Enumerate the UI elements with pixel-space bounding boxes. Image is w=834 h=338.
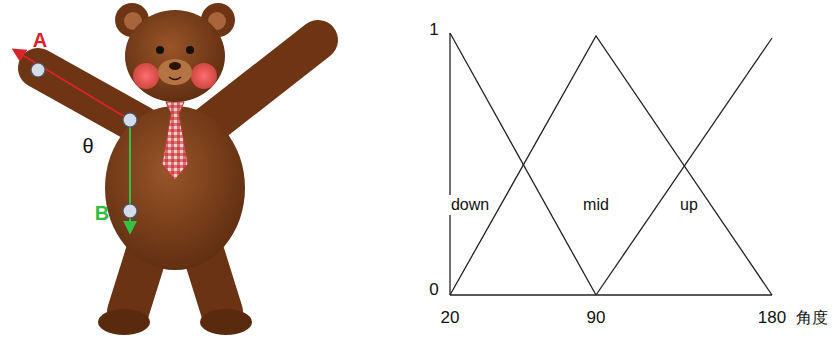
bear-tie (162, 102, 188, 180)
bear-eye (156, 46, 164, 54)
point-label: A (33, 29, 47, 51)
bear-foot (98, 309, 150, 335)
x-axis (450, 294, 772, 295)
series-label: down (448, 195, 492, 215)
axis-tick-label: 20 (441, 309, 460, 328)
vector-a (14, 50, 130, 120)
series-label: up (677, 195, 701, 215)
point-label: B (95, 202, 109, 224)
bear-nose (169, 62, 181, 70)
bear-cheek (133, 63, 159, 89)
axis-tick-label: 1 (429, 21, 438, 40)
joint-point (123, 204, 137, 218)
series-label: mid (580, 195, 612, 215)
bear-foot (200, 309, 252, 335)
axis-title: 角度 (796, 309, 828, 327)
bear-head (125, 10, 225, 102)
membership-mid (450, 36, 772, 295)
axis-tick-label: 180 (758, 309, 786, 328)
membership-chart (450, 33, 772, 295)
axis-tick-label: 0 (429, 281, 438, 300)
bear-cheek (191, 63, 217, 89)
bear-mouth (169, 77, 181, 80)
y-axis (449, 33, 450, 295)
membership-up (596, 38, 772, 295)
angle-vectors (14, 50, 137, 232)
joint-point (31, 63, 45, 77)
bear-eye (186, 46, 194, 54)
angle-label: θ (82, 135, 93, 157)
teddy-bear (38, 3, 318, 335)
bear-muzzle (158, 59, 192, 85)
joint-point (123, 113, 137, 127)
axis-tick-label: 90 (587, 309, 606, 328)
